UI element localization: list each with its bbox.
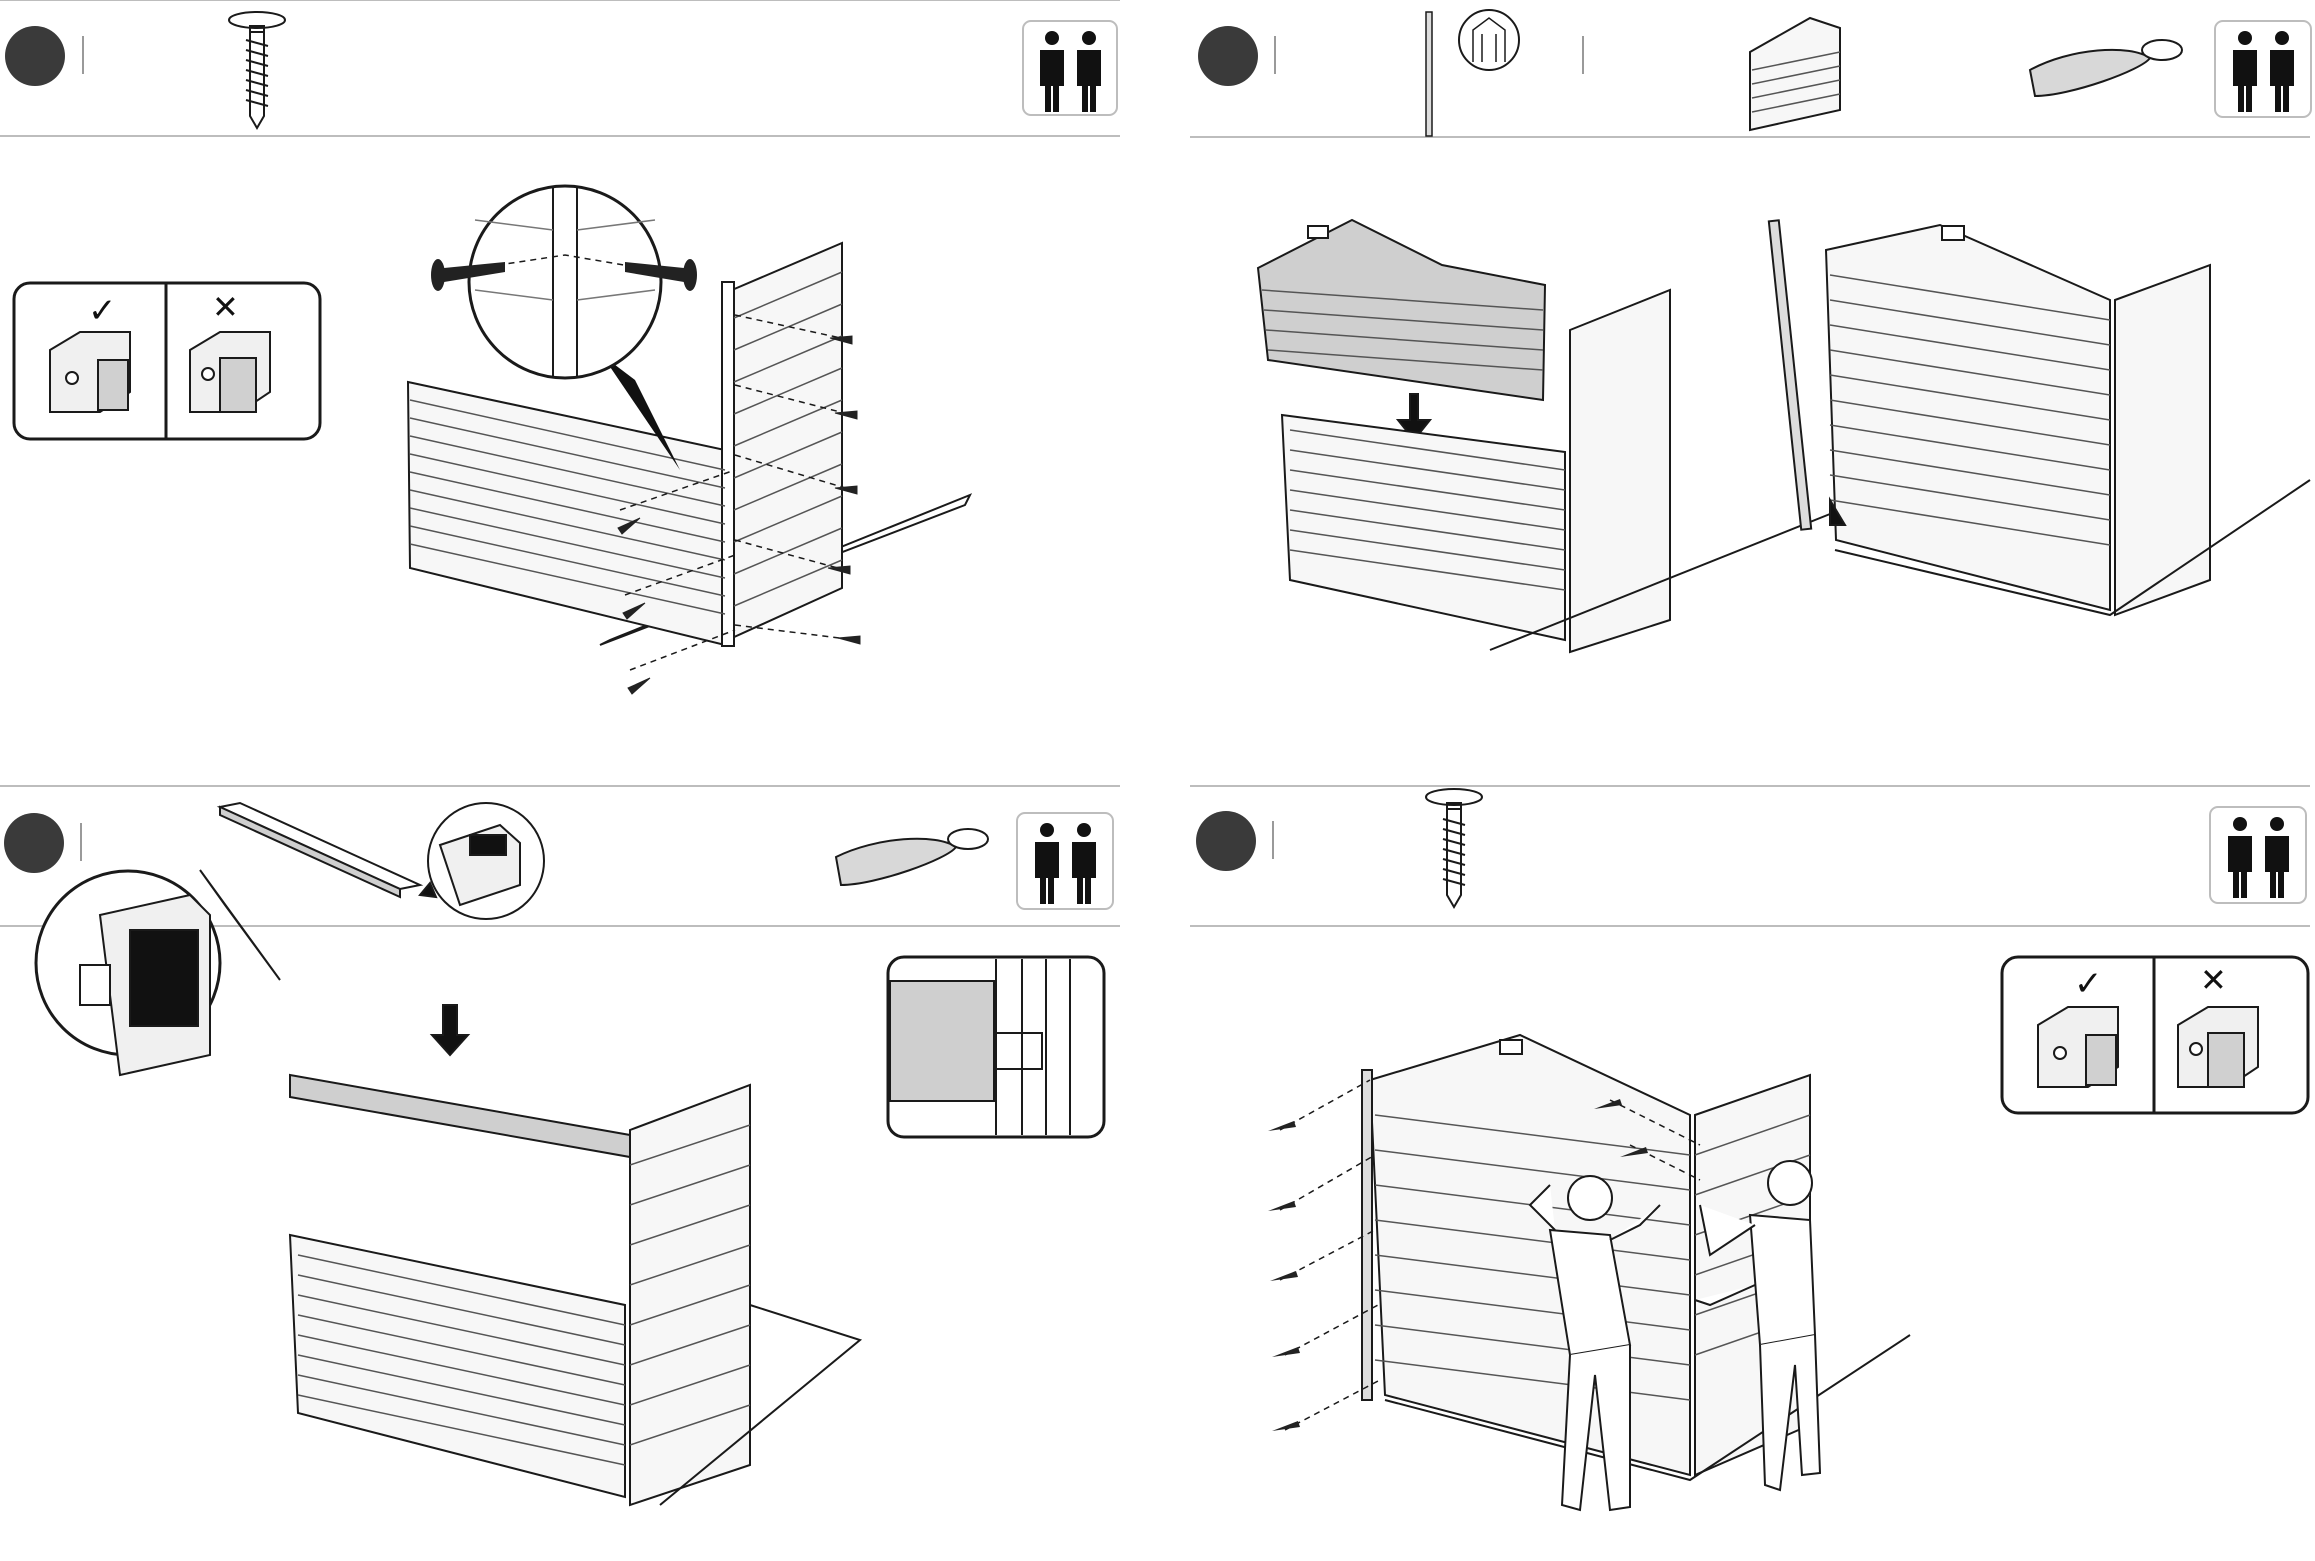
screwdriver-icon [2030,40,2182,96]
step-2 [1190,0,2315,780]
top-rail-icon [220,803,544,919]
screwdriver-icon [836,829,988,885]
step-3-illustration [0,785,1130,1561]
step-1-illustration: ✓ ✕ [0,0,1130,780]
step-4-illustration: ✓ ✕ [1190,785,2315,1561]
step-4: ✓ ✕ [1190,785,2315,1561]
incorrect-connector [190,332,270,412]
correct-incorrect-connector-callout [2002,957,2308,1113]
gable-wall-screwing [1362,1035,1910,1480]
correct-mark: ✓ [88,291,117,331]
screw-icon [229,12,285,128]
step-3 [0,785,1130,1561]
incorrect-mark: ✕ [2200,961,2227,999]
step-2-illustration [1190,0,2315,780]
screw-icon [1426,789,1482,907]
correct-mark: ✓ [2074,964,2103,1004]
two-people-icon [2210,807,2306,903]
step-1: ✓ ✕ [0,0,1130,780]
two-people-icon [1017,813,1113,909]
two-people-icon [2215,21,2311,117]
rail-profile-magnifier [36,870,280,1075]
two-people-icon [1023,21,1117,115]
rail-end-detail-callout [888,957,1104,1137]
gable-panel-icon [1750,18,1840,130]
correct-connector [50,332,130,412]
gable-wall-assembled [1769,220,2310,615]
gable-panel-lowering [1258,220,1840,652]
wall-top-rail-install [290,1005,860,1505]
incorrect-connector [2178,1007,2258,1087]
incorrect-mark: ✕ [212,288,239,326]
correct-incorrect-connector-callout [14,283,320,439]
correct-connector [2038,1007,2118,1087]
corner-post-icon [1426,10,1519,136]
